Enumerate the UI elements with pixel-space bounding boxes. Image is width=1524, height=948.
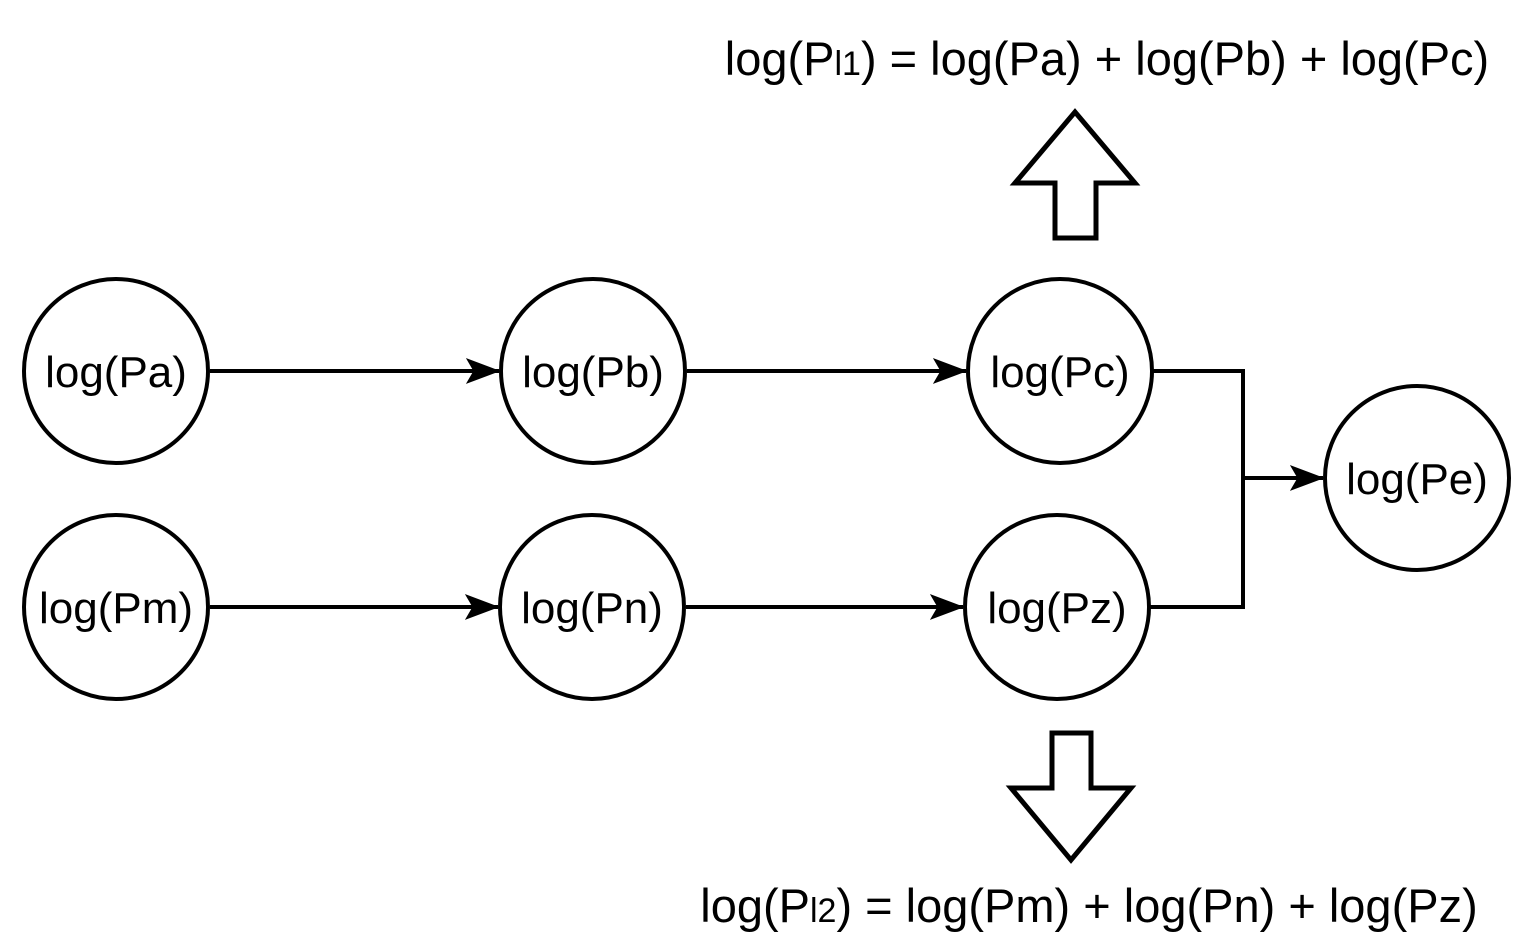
formula-bottom: log(Pl2) = log(Pm) + log(Pn) + log(Pz) — [700, 879, 1477, 932]
node-log-pc-label: log(Pc) — [990, 348, 1129, 397]
node-log-pb-label: log(Pb) — [522, 348, 664, 397]
formula-bottom-suffix: ) = log(Pm) + log(Pn) + log(Pz) — [836, 879, 1477, 932]
formula-top-suffix: ) = log(Pa) + log(Pb) + log(Pc) — [861, 32, 1489, 85]
node-log-pb-circle — [499, 277, 687, 465]
node-log-pz-label: log(Pz) — [987, 584, 1126, 633]
node-log-pn-label: log(Pn) — [521, 584, 663, 633]
node-log-pa-label: log(Pa) — [45, 348, 187, 397]
node-log-pe-circle — [1323, 384, 1511, 572]
formula-top-sub: l1 — [835, 45, 861, 83]
formula-top: log(Pl1) = log(Pa) + log(Pb) + log(Pc) — [725, 32, 1489, 85]
node-log-pe-label: log(Pe) — [1346, 455, 1488, 504]
node-log-pa: log(Pa) — [22, 277, 210, 465]
node-log-pm-label: log(Pm) — [39, 584, 193, 633]
node-log-pa-circle — [22, 277, 210, 465]
node-log-pn-circle — [498, 513, 686, 701]
node-log-pb: log(Pb) — [499, 277, 687, 465]
node-log-pz: log(Pz) — [963, 513, 1151, 701]
node-log-pc-circle — [966, 277, 1154, 465]
block-arrow-down-icon — [1005, 730, 1137, 864]
formula-bottom-sub: l2 — [810, 892, 836, 930]
formula-top-prefix: log(P — [725, 32, 835, 85]
node-log-pe: log(Pe) — [1323, 384, 1511, 572]
node-log-pn: log(Pn) — [498, 513, 686, 701]
node-log-pc: log(Pc) — [966, 277, 1154, 465]
edge-merge-bracket — [1149, 369, 1245, 609]
node-log-pm-circle — [22, 513, 210, 701]
node-log-pm: log(Pm) — [22, 513, 210, 701]
node-log-pz-circle — [963, 513, 1151, 701]
block-arrow-up-icon — [1009, 108, 1141, 241]
formula-bottom-prefix: log(P — [700, 879, 810, 932]
